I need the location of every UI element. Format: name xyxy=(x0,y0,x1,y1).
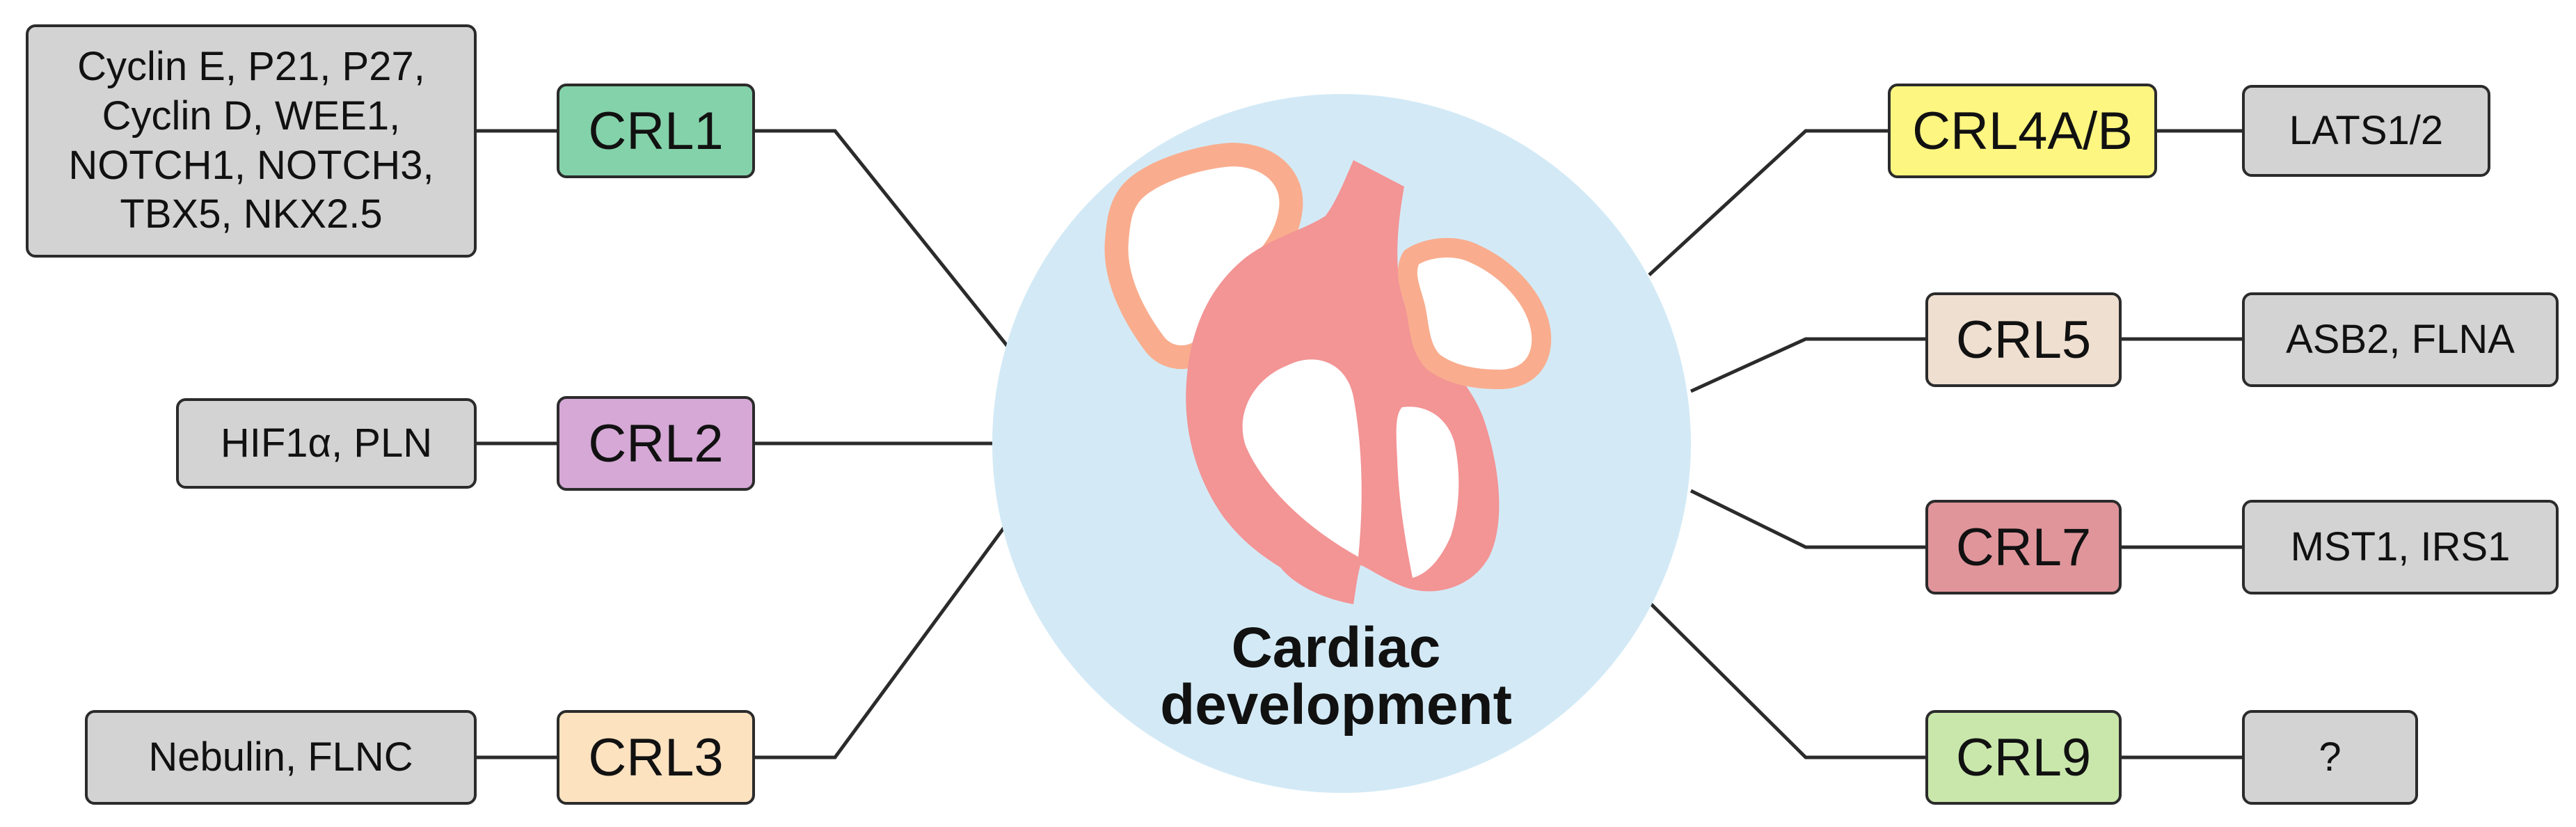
crl3-targets: Nebulin, FLNC xyxy=(85,710,477,805)
crl1-targets-line1: Cyclin E, P21, P27, xyxy=(77,44,425,89)
center-title-line1: Cardiac xyxy=(1231,616,1441,679)
crl9-node: CRL9 xyxy=(1925,710,2122,805)
crl4-targets: LATS1/2 xyxy=(2242,85,2490,177)
center-title: Cardiac development xyxy=(1023,620,1649,734)
crl5-targets: ASB2, FLNA xyxy=(2242,292,2559,387)
connectors xyxy=(477,129,2242,759)
crl5-node: CRL5 xyxy=(1925,292,2122,387)
crl1-node: CRL1 xyxy=(557,84,755,178)
connector-crl9-center xyxy=(1648,601,1925,759)
connector-crl3-center xyxy=(755,524,1008,759)
crl2-targets: HIF1α, PLN xyxy=(176,398,477,489)
crl3-node: CRL3 xyxy=(557,710,755,805)
connector-crl7-center xyxy=(1689,489,1925,549)
right-atrium xyxy=(1397,238,1552,389)
crl1-targets-line4: TBX5, NKX2.5 xyxy=(120,191,383,237)
crl2-node: CRL2 xyxy=(557,396,755,491)
connector-crl5-center xyxy=(1689,337,1925,393)
crl4-node: CRL4A/B xyxy=(1888,84,2157,178)
crl1-targets: Cyclin E, P21, P27, Cyclin D, WEE1, NOTC… xyxy=(26,24,477,258)
crl1-targets-line3: NOTCH1, NOTCH3, xyxy=(68,142,434,188)
crl9-targets: ? xyxy=(2242,710,2418,805)
heart-icon xyxy=(1104,143,1552,604)
right-ventricle-cavity xyxy=(1396,407,1459,578)
center-title-line2: development xyxy=(1160,673,1512,737)
connector-crl4-center xyxy=(1648,129,1888,276)
left-ventricle-cavity xyxy=(1242,359,1362,557)
connector-crl1-center xyxy=(755,129,1010,349)
crl7-targets: MST1, IRS1 xyxy=(2242,500,2559,594)
crl7-node: CRL7 xyxy=(1925,500,2122,594)
crl1-targets-line2: Cyclin D, WEE1, xyxy=(102,93,401,139)
